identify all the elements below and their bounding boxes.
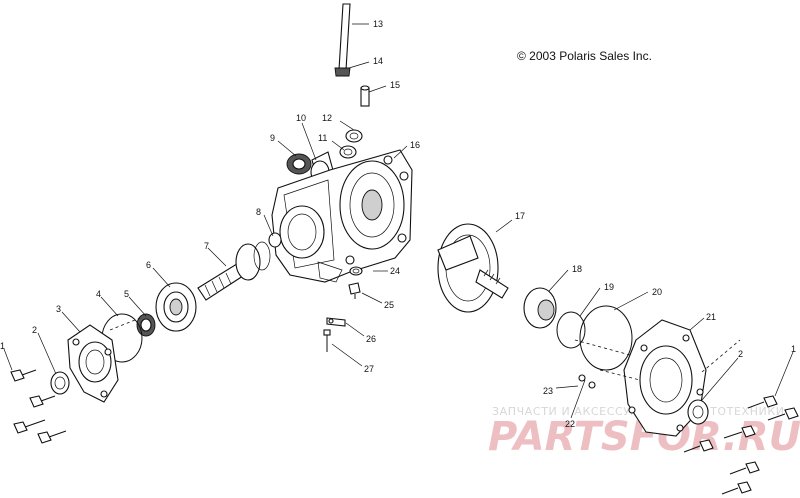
callout-7: 7 <box>204 241 209 251</box>
gearcase-housing <box>271 149 413 283</box>
dowel-right <box>588 381 596 389</box>
pinion-bearing <box>155 282 197 332</box>
callout-22: 22 <box>565 419 575 429</box>
callout-labels: 13 14 15 12 11 10 9 16 8 7 6 5 4 3 2 1 2… <box>0 19 796 429</box>
callout-23: 23 <box>543 386 553 396</box>
callout-2-left: 2 <box>32 325 37 335</box>
callout-8: 8 <box>256 207 261 217</box>
callout-19: 19 <box>604 282 614 292</box>
breather-tube <box>338 3 351 71</box>
drain-plug <box>348 282 361 299</box>
output-cover <box>623 319 707 437</box>
bolts-right <box>683 395 799 495</box>
copyright-text: © 2003 Polaris Sales Inc. <box>517 49 652 63</box>
ring-gear-assembly <box>437 223 509 313</box>
leader-lines <box>3 23 794 419</box>
cover-seal-right <box>687 399 709 425</box>
callout-10: 10 <box>296 113 306 123</box>
callout-5: 5 <box>124 289 129 299</box>
callout-1-left: 1 <box>0 341 5 351</box>
callout-15: 15 <box>390 80 400 90</box>
callout-3: 3 <box>56 304 61 314</box>
cover-seal-left <box>50 371 70 395</box>
callout-11: 11 <box>318 133 327 143</box>
callout-4: 4 <box>96 289 101 299</box>
pinion-spacer <box>268 232 282 248</box>
callout-18: 18 <box>572 264 582 274</box>
callout-24: 24 <box>390 266 400 276</box>
bearing-race <box>339 145 357 159</box>
callout-13: 13 <box>373 19 383 29</box>
callout-25: 25 <box>384 300 394 310</box>
bolts-left <box>10 369 67 444</box>
dowel-left <box>578 374 586 382</box>
dowel-pin <box>360 85 370 107</box>
output-bearing <box>523 287 557 329</box>
pinion-shaft <box>197 241 271 301</box>
cover-o-ring <box>579 305 633 371</box>
o-ring-small <box>345 129 363 143</box>
callout-14: 14 <box>373 56 383 66</box>
callout-27: 27 <box>364 364 374 374</box>
callout-9: 9 <box>270 133 275 143</box>
callout-16: 16 <box>410 140 420 150</box>
callout-21: 21 <box>706 312 716 322</box>
housing-bolt <box>323 329 331 352</box>
tube-clamp <box>334 67 351 77</box>
pinion-seal <box>136 313 156 337</box>
callout-20: 20 <box>652 287 662 297</box>
retaining-screw <box>326 317 346 327</box>
input-seal <box>286 153 312 175</box>
callout-26: 26 <box>366 334 376 344</box>
drain-washer <box>349 266 363 276</box>
callout-1-right: 1 <box>791 344 796 354</box>
callout-17: 17 <box>515 211 525 221</box>
callout-2-right: 2 <box>738 349 743 359</box>
callout-12: 12 <box>322 113 332 123</box>
output-seal-ring <box>556 311 586 349</box>
input-cover <box>67 324 119 403</box>
assembly-guides <box>109 317 741 381</box>
callout-6: 6 <box>146 260 151 270</box>
